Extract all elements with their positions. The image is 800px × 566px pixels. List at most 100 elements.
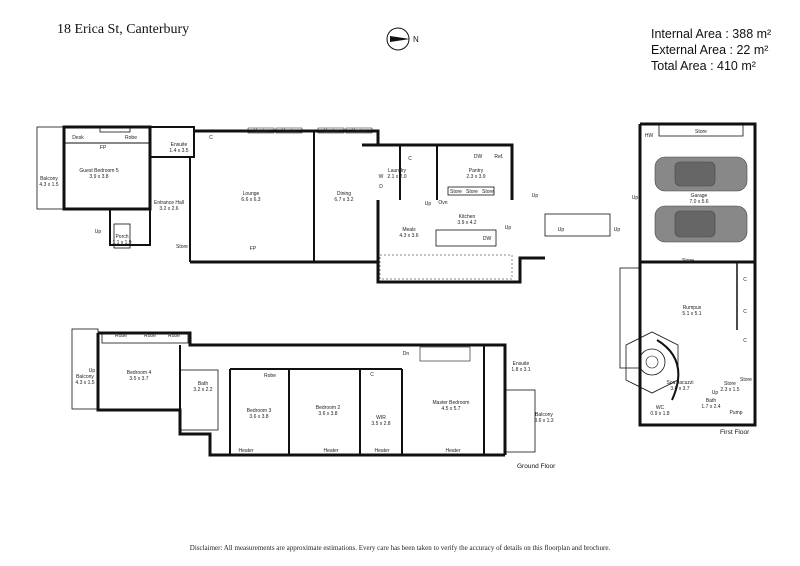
store-label: Store [176, 244, 188, 250]
lounge-name: Lounge [243, 191, 260, 197]
wir-size: 3.5 x 2.8 [371, 421, 390, 427]
fireplace-label: FP [250, 246, 257, 252]
down-stairs-label: Dn [403, 351, 410, 357]
compass-icon: N [386, 27, 419, 51]
bedroom4-name: Bedroom 4 [127, 370, 152, 376]
spa-size: 3.0 x 3.7 [670, 386, 689, 392]
cupboard-label: C [743, 338, 747, 344]
lower-plan-walls [71, 328, 536, 457]
garage-cars [654, 156, 748, 243]
garage-name: Garage [691, 193, 708, 199]
dishwasher-label: DW [474, 154, 483, 160]
room-labels: Guest Bedroom 5 3.9 x 3.8 Balcony 4.3 x … [39, 142, 739, 427]
rumpus-size: 5.1 x 5.1 [682, 311, 701, 317]
bath-ff-size: 1.7 x 2.4 [701, 404, 720, 410]
cupboard-label: C [743, 277, 747, 283]
kitchen-size: 3.9 x 4.2 [457, 220, 476, 226]
pantry-size: 2.3 x 3.9 [466, 174, 485, 180]
balcony-low-name: Balcony [76, 374, 94, 380]
up-label: Up [505, 225, 512, 231]
bath-gf-name: Bath [198, 381, 209, 387]
robe-label: Robe [144, 333, 156, 339]
wc-name: WC [656, 405, 665, 411]
robe-label: Robe [168, 333, 180, 339]
fixture-labels: Desk Robe FP FP Store C W D C DW Ref. St… [72, 129, 752, 416]
area-summary: Internal Area : 388 m² External Area : 2… [651, 26, 771, 74]
laundry-size: 2.1 x 2.0 [387, 174, 406, 180]
meals-name: Meals [402, 227, 416, 233]
heater-label: Heater [281, 129, 296, 135]
kitchen-name: Kitchen [459, 214, 476, 220]
wc-size: 0.9 x 1.8 [650, 411, 669, 417]
pump-label: Pump [729, 410, 742, 416]
dining-name: Dining [337, 191, 351, 197]
up-label: Up [558, 227, 565, 233]
rumpus-name: Rumpus [683, 305, 702, 311]
total-area: Total Area : 410 m² [651, 59, 756, 73]
up-label: Up [95, 229, 102, 235]
store-ff-size: 2.3 x 1.5 [720, 387, 739, 393]
up-label: Up [89, 368, 96, 374]
store-label: Store [740, 377, 752, 383]
bedroom3-size: 3.6 x 3.8 [249, 414, 268, 420]
ensuite-top-size: 1.4 x 3.5 [169, 148, 188, 154]
spa-name: Spa Jacuzzi [667, 380, 694, 386]
cupboard-label: C [370, 372, 374, 378]
store-ff-name: Store [724, 381, 736, 387]
oven-label: Ovn [438, 200, 447, 206]
dryer-label: D [379, 184, 383, 190]
up-label: Up [532, 193, 539, 199]
up-label: Up [425, 201, 432, 207]
ensuite-gf-name: Ensuite [513, 361, 530, 367]
entrance-hall-size: 3.2 x 2.6 [159, 206, 178, 212]
porch-size: 1.1 x 1.9 [112, 240, 131, 246]
cupboard-label: C [209, 135, 213, 141]
balcony-master-name: Balcony [535, 412, 553, 418]
compass: N [383, 24, 423, 61]
ensuite-top-name: Ensuite [171, 142, 188, 148]
property-address: 18 Erica St, Canterbury [57, 22, 190, 37]
porch-name: Porch [115, 234, 128, 240]
store-label: Store [695, 129, 707, 135]
bedroom3-name: Bedroom 3 [247, 408, 272, 414]
heaters: Heater Heater Heater Heater Heater Heate… [238, 127, 461, 454]
bedroom2-name: Bedroom 2 [316, 405, 341, 411]
first-floor-label: First Floor [720, 429, 750, 436]
washer-label: W [379, 174, 384, 180]
ensuite-gf-size: 1.8 x 3.1 [511, 367, 530, 373]
fridge-label: Ref. [494, 154, 503, 160]
balcony-low-size: 4.3 x 1.5 [75, 380, 94, 386]
stair-markers: Up Up Up Up Up Up Up Up Up [89, 193, 719, 396]
guest-bedroom-name: Guest Bedroom 5 [79, 168, 118, 174]
entrance-hall-name: Entrance Hall [154, 200, 184, 206]
heater-label: Heater [374, 448, 389, 454]
master-bedroom-size: 4.5 x 5.7 [441, 406, 460, 412]
guest-bedroom-size: 3.9 x 3.8 [89, 174, 108, 180]
meals-size: 4.3 x 3.6 [399, 233, 418, 239]
fireplace-label: FP [100, 145, 107, 151]
heater-label: Heater [253, 129, 268, 135]
robe-label: Robe [115, 333, 127, 339]
compass-north-label: N [413, 35, 419, 44]
upper-plan-walls [36, 122, 757, 427]
heater-label: Heater [323, 448, 338, 454]
balcony-top-name: Balcony [40, 176, 58, 182]
bath-gf-size: 3.2 x 2.2 [193, 387, 212, 393]
dishwasher-label: DW [483, 236, 492, 242]
heater-label: Heater [351, 129, 366, 135]
internal-area: Internal Area : 388 m² [651, 27, 772, 41]
laundry-name: Laundry [388, 168, 407, 174]
up-label: Up [614, 227, 621, 233]
balcony-top-size: 4.3 x 1.5 [39, 182, 58, 188]
lounge-size: 6.6 x 6.3 [241, 197, 260, 203]
robe-label: Robe [125, 135, 137, 141]
spa-jacuzzi-shape [625, 331, 680, 401]
cupboard-label: C [408, 156, 412, 162]
heater-label: Heater [238, 448, 253, 454]
bedroom4-size: 3.5 x 3.7 [129, 376, 148, 382]
store-label: Store [466, 189, 478, 195]
store-label: Store [482, 189, 494, 195]
bath-ff-name: Bath [706, 398, 717, 404]
balcony-master-size: 3.6 x 1.3 [534, 418, 553, 424]
